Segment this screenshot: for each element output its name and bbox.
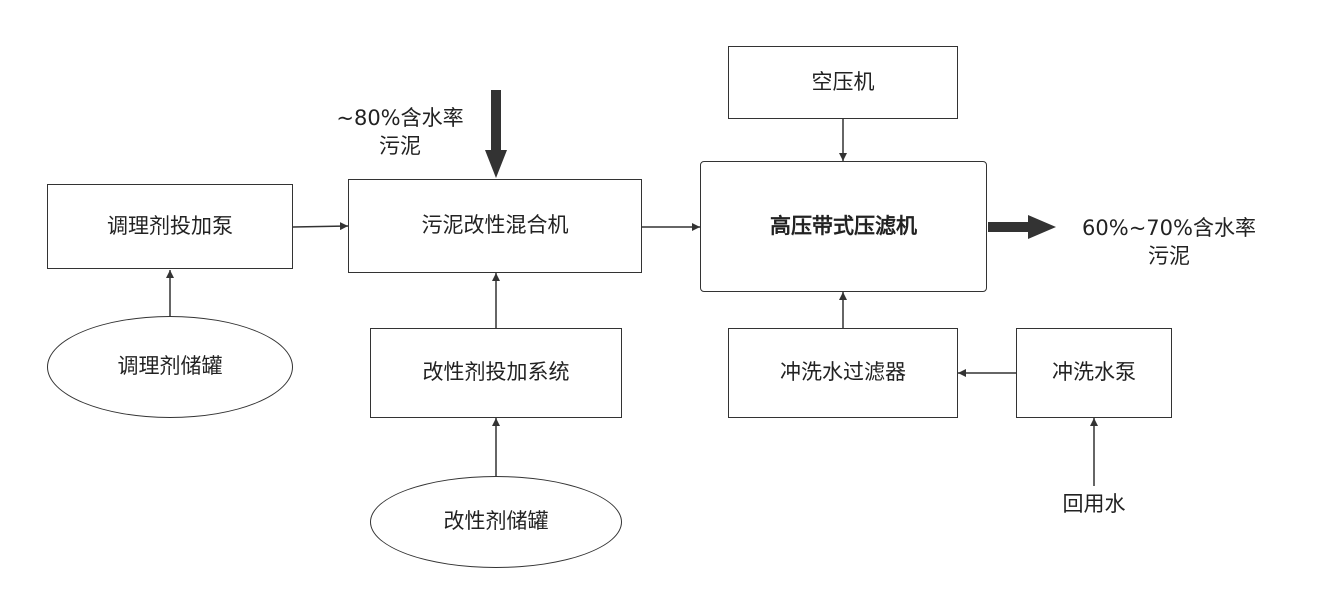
reuse-water-label: 回用水 [1044,490,1144,518]
modifier-system-box: 改性剂投加系统 [370,328,622,418]
modifier-system-label: 改性剂投加系统 [422,360,570,385]
conditioner-pump-label: 调理剂投加泵 [107,213,233,238]
input-sludge-line2: 污泥 [379,134,421,158]
wash-pump-label: 冲洗水泵 [1052,360,1136,385]
thick-arrow-sludge-input [485,90,507,178]
conditioner-tank-label: 调理剂储罐 [117,354,223,379]
modifier-tank-ellipse: 改性剂储罐 [370,476,622,568]
wash-filter-label: 冲洗水过滤器 [780,360,906,385]
sludge-mixer-label: 污泥改性混合机 [421,213,569,238]
conditioner-tank-ellipse: 调理剂储罐 [47,316,293,418]
wash-filter-box: 冲洗水过滤器 [728,328,958,418]
output-sludge-line2: 污泥 [1148,244,1190,268]
output-sludge-line1: 60%~70%含水率 [1082,216,1256,240]
input-sludge-line1: ~80%含水率 [336,106,464,130]
sludge-mixer-box: 污泥改性混合机 [348,179,642,273]
reuse-water-text: 回用水 [1062,492,1126,516]
thick-arrow-sludge-output [988,215,1056,239]
modifier-tank-label: 改性剂储罐 [443,509,549,534]
filter-press-box: 高压带式压滤机 [700,161,987,292]
air-compressor-label: 空压机 [811,69,875,94]
wash-pump-box: 冲洗水泵 [1016,328,1172,418]
output-sludge-label: 60%~70%含水率 污泥 [1064,214,1274,270]
arrow-pump-to-mixer [292,222,349,231]
air-compressor-box: 空压机 [728,46,958,119]
input-sludge-label: ~80%含水率 污泥 [318,104,482,160]
conditioner-pump-box: 调理剂投加泵 [47,184,293,269]
filter-press-label: 高压带式压滤机 [770,213,917,238]
